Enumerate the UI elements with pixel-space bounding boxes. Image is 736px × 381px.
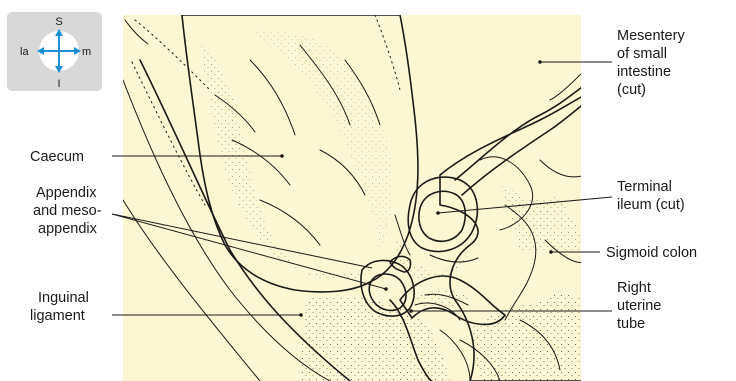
label-caecum: Caecum xyxy=(30,149,84,165)
label-caecum-line-1: Caecum xyxy=(30,149,84,165)
label-appendix-line-3: appendix xyxy=(38,221,98,237)
label-inguinal-ligament-line-1: Inguinal xyxy=(38,290,89,306)
label-mesentery-line-4: (cut) xyxy=(617,82,646,98)
label-terminal-ileum-line-2: ileum (cut) xyxy=(617,197,685,213)
label-terminal-ileum-line-1: Terminal xyxy=(617,179,672,195)
label-appendix: Appendix and meso- appendix xyxy=(33,185,106,237)
compass-top-label: S xyxy=(55,16,62,28)
label-sigmoid-colon-line-1: Sigmoid colon xyxy=(606,245,697,261)
compass-right-label: m xyxy=(82,46,91,58)
label-mesentery-line-2: of small xyxy=(617,46,667,62)
label-uterine-tube-line-2: uterine xyxy=(617,298,661,314)
label-sigmoid-colon: Sigmoid colon xyxy=(606,245,697,261)
label-mesentery-line-3: intestine xyxy=(617,64,671,80)
label-uterine-tube-line-3: tube xyxy=(617,316,645,332)
orientation-compass: S I la m xyxy=(7,12,102,91)
label-appendix-line-2: and meso- xyxy=(33,203,102,219)
label-uterine-tube: Right uterine tube xyxy=(617,280,665,332)
compass-left-label: la xyxy=(20,46,29,58)
compass-bottom-label: I xyxy=(57,78,60,90)
label-uterine-tube-line-1: Right xyxy=(617,280,651,296)
label-inguinal-ligament-line-2: ligament xyxy=(30,308,85,324)
label-inguinal-ligament: Inguinal ligament xyxy=(30,290,93,324)
label-appendix-line-1: Appendix xyxy=(36,185,97,201)
illustration-panel xyxy=(123,15,585,381)
label-mesentery: Mesentery of small intestine (cut) xyxy=(617,28,689,98)
label-mesentery-line-1: Mesentery xyxy=(617,28,685,44)
label-terminal-ileum: Terminal ileum (cut) xyxy=(617,179,685,213)
